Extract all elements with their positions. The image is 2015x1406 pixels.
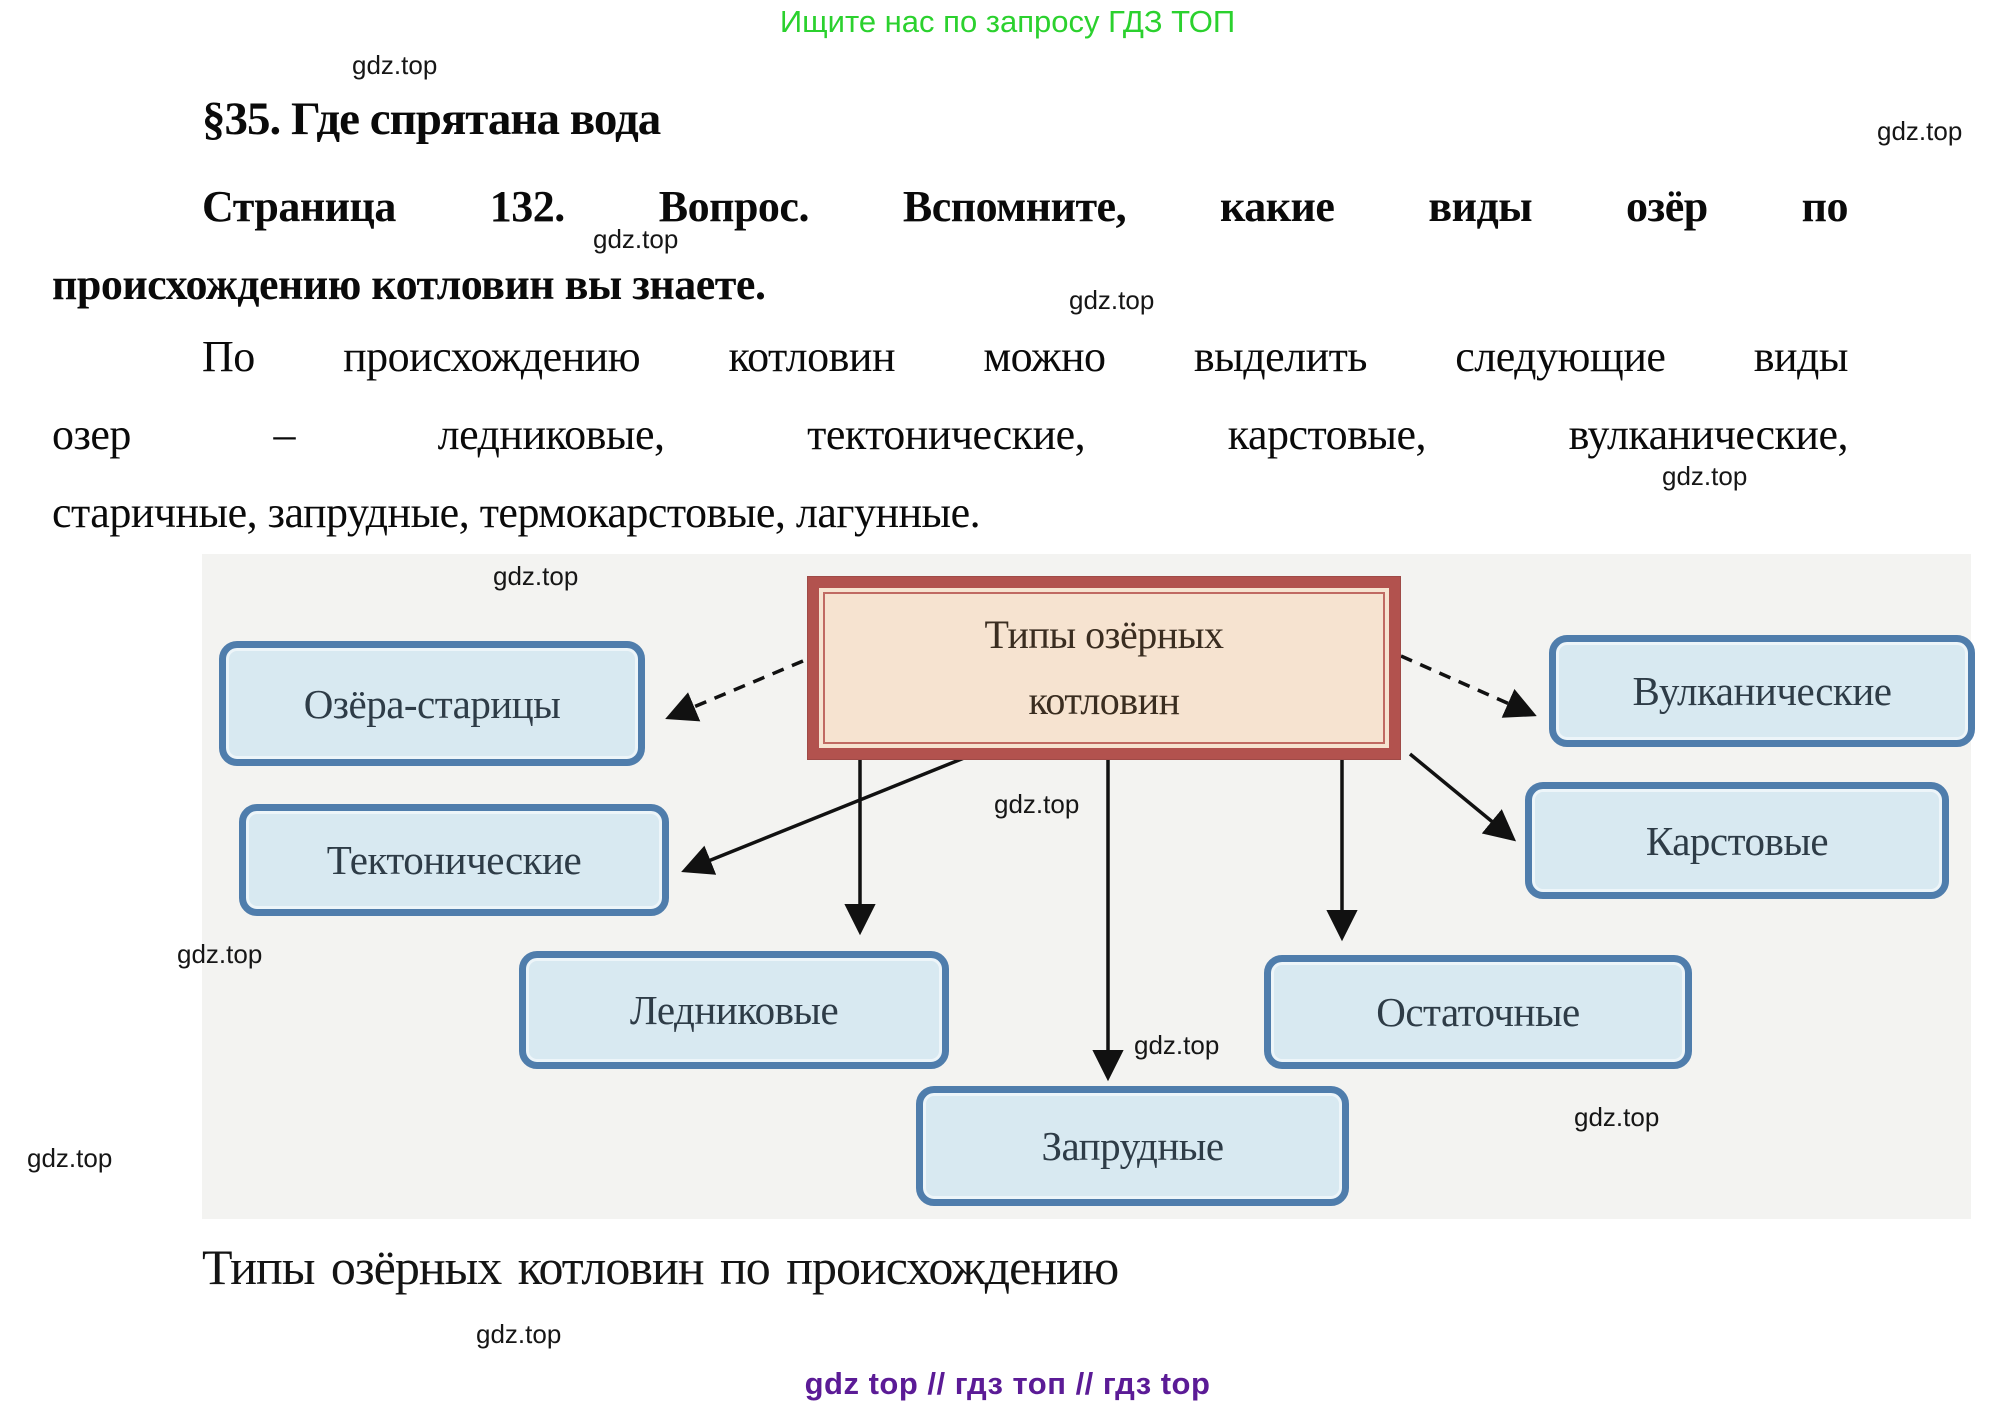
watermark: gdz.top <box>177 939 263 969</box>
diagram-panel: Типы озёрных котловин Озёра-старицы Вулк… <box>202 554 1975 1219</box>
node-ozera-staritsy: Озёра-старицы <box>219 641 645 766</box>
question-paragraph: Страница 132. Вопрос. Вспомните, какие в… <box>52 168 1848 324</box>
diagram-center-box-label: Типы озёрных котловин <box>823 592 1385 744</box>
answer-paragraph: По происхождению котловин можно выделить… <box>52 318 1848 552</box>
watermark: gdz.top <box>994 789 1080 819</box>
node-vulkanicheskie: Вулканические <box>1549 635 1975 747</box>
arrow-to-ozera-staritsy <box>665 659 804 722</box>
center-label-line: Типы озёрных <box>984 612 1224 657</box>
watermark: gdz.top <box>27 1143 113 1173</box>
arrow-to-tektonicheskie <box>681 752 975 875</box>
diagram-caption: Типы озёрных котловин по происхождению <box>202 1239 1119 1295</box>
diagram-arrows <box>665 654 1537 1082</box>
watermark: gdz.top <box>593 224 679 254</box>
arrow-to-vulkanicheskie <box>1400 654 1537 718</box>
watermark: gdz.top <box>493 561 579 591</box>
watermark: gdz.top <box>1662 461 1748 491</box>
node-lednikovye: Ледниковые <box>519 951 949 1069</box>
node-karstovye: Карстовые <box>1525 782 1949 899</box>
node-zaprudnye: Запрудные <box>916 1086 1349 1206</box>
node-tektonicheskie: Тектонические <box>239 804 669 916</box>
question-line: происхождению котловин вы знаете. <box>52 260 766 309</box>
watermark: gdz.top <box>1574 1102 1660 1132</box>
watermark: gdz.top <box>1134 1030 1220 1060</box>
watermark: gdz.top <box>476 1319 562 1349</box>
watermark: gdz.top <box>352 50 438 80</box>
page-title: §35. Где спрятана вода <box>202 93 661 145</box>
diagram-center-box: Типы озёрных котловин <box>808 577 1400 759</box>
question-line: Страница 132. Вопрос. Вспомните, какие в… <box>202 182 1848 231</box>
watermark: gdz.top <box>1069 285 1155 315</box>
node-ostatochnye: Остаточные <box>1264 955 1692 1069</box>
answer-line: старичные, запрудные, термокарстовые, ла… <box>52 488 981 537</box>
answer-line: озер – ледниковые, тектонические, карсто… <box>52 410 1848 459</box>
arrow-to-karstovye <box>1408 752 1517 842</box>
watermark: gdz.top <box>1877 116 1963 146</box>
footer-links[interactable]: gdz top // гдз топ // гдз top <box>804 1366 1211 1401</box>
center-label-line: котловин <box>1028 678 1180 723</box>
diagram-center-box-mid: Типы озёрных котловин <box>819 588 1389 748</box>
answer-line: По происхождению котловин можно выделить… <box>202 332 1848 381</box>
promo-banner: Ищите нас по запросу ГДЗ ТОП <box>779 4 1236 39</box>
